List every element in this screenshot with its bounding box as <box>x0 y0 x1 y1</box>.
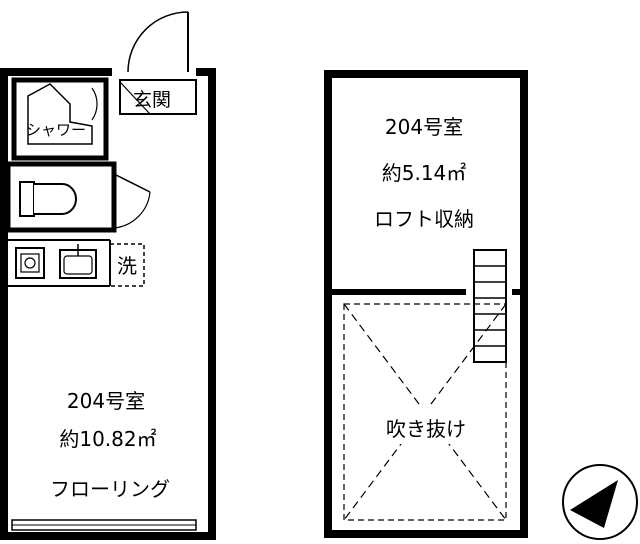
main-floor-type: フローリング <box>50 477 170 501</box>
ladder-icon[interactable] <box>473 249 507 363</box>
shower-room: シャワー <box>11 77 109 161</box>
void-label: 吹き抜け <box>386 417 466 441</box>
toilet-room <box>5 161 151 233</box>
loft-room-number: 204号室 <box>385 115 463 139</box>
north-arrow-icon <box>562 464 638 540</box>
main-floor-outer-wall <box>0 68 216 540</box>
loft-outer-wall <box>324 70 528 538</box>
shower-label: シャワー <box>26 121 86 139</box>
void-area: 吹き抜け <box>343 303 507 521</box>
main-room-number: 204号室 <box>67 389 145 413</box>
washer-label: 洗 <box>117 254 137 278</box>
entrance-label: 玄関 <box>133 89 171 111</box>
main-floor: 玄関 シャワー <box>0 11 216 540</box>
main-room-area: 約10.82㎡ <box>59 427 156 451</box>
stove-icon <box>15 247 45 279</box>
toilet-door[interactable] <box>113 173 151 229</box>
sink-icon <box>59 244 97 279</box>
toilet-icon <box>19 181 77 217</box>
loft-type: ロフト収納 <box>374 207 474 231</box>
washer-space: 洗 <box>109 243 145 287</box>
kitchen-area <box>8 239 111 287</box>
loft-floor: 吹き抜け 204号室 約5.14㎡ ロフト収納 <box>324 70 528 538</box>
entrance-door[interactable] <box>127 11 189 73</box>
main-window <box>11 519 197 531</box>
entrance-area: 玄関 <box>119 79 197 115</box>
loft-area: 約5.14㎡ <box>382 161 467 185</box>
